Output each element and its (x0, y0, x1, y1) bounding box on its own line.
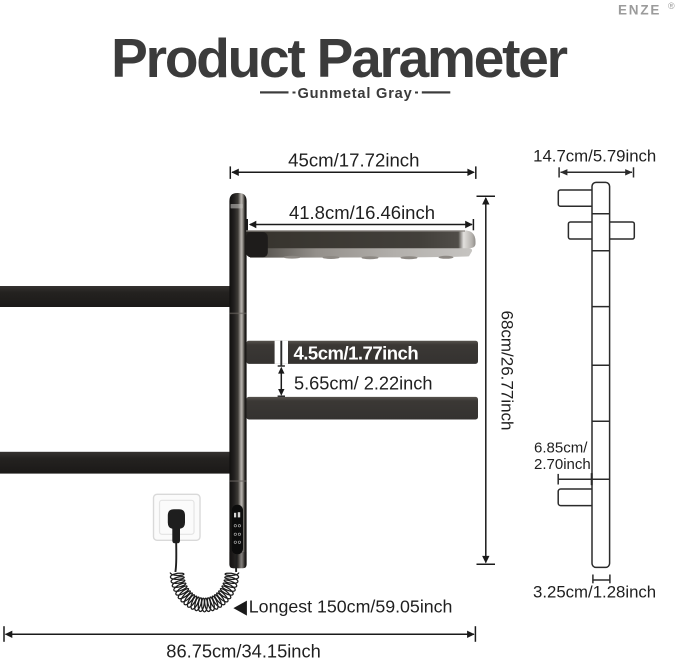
svg-text:86.75cm/34.15inch: 86.75cm/34.15inch (166, 640, 320, 661)
svg-text:®: ® (668, 1, 675, 11)
svg-text:Product Parameter: Product Parameter (111, 27, 568, 89)
svg-text:Gunmetal Gray: Gunmetal Gray (297, 86, 412, 102)
svg-text:4.5cm/1.77inch: 4.5cm/1.77inch (294, 342, 419, 363)
svg-text:6.85cm/: 6.85cm/ (534, 440, 588, 457)
svg-text:ENZE: ENZE (618, 3, 661, 18)
svg-text:41.8cm/16.46inch: 41.8cm/16.46inch (289, 202, 435, 223)
svg-text:45cm/17.72inch: 45cm/17.72inch (288, 149, 419, 170)
svg-text:2.70inch: 2.70inch (534, 456, 591, 473)
svg-text:3.25cm/1.28inch: 3.25cm/1.28inch (533, 583, 656, 602)
svg-text:5.65cm/ 2.22inch: 5.65cm/ 2.22inch (294, 373, 433, 393)
svg-text:68cm/26.77inch: 68cm/26.77inch (498, 310, 517, 430)
svg-text:Longest 150cm/59.05inch: Longest 150cm/59.05inch (249, 596, 453, 616)
svg-text:14.7cm/5.79inch: 14.7cm/5.79inch (533, 147, 656, 166)
